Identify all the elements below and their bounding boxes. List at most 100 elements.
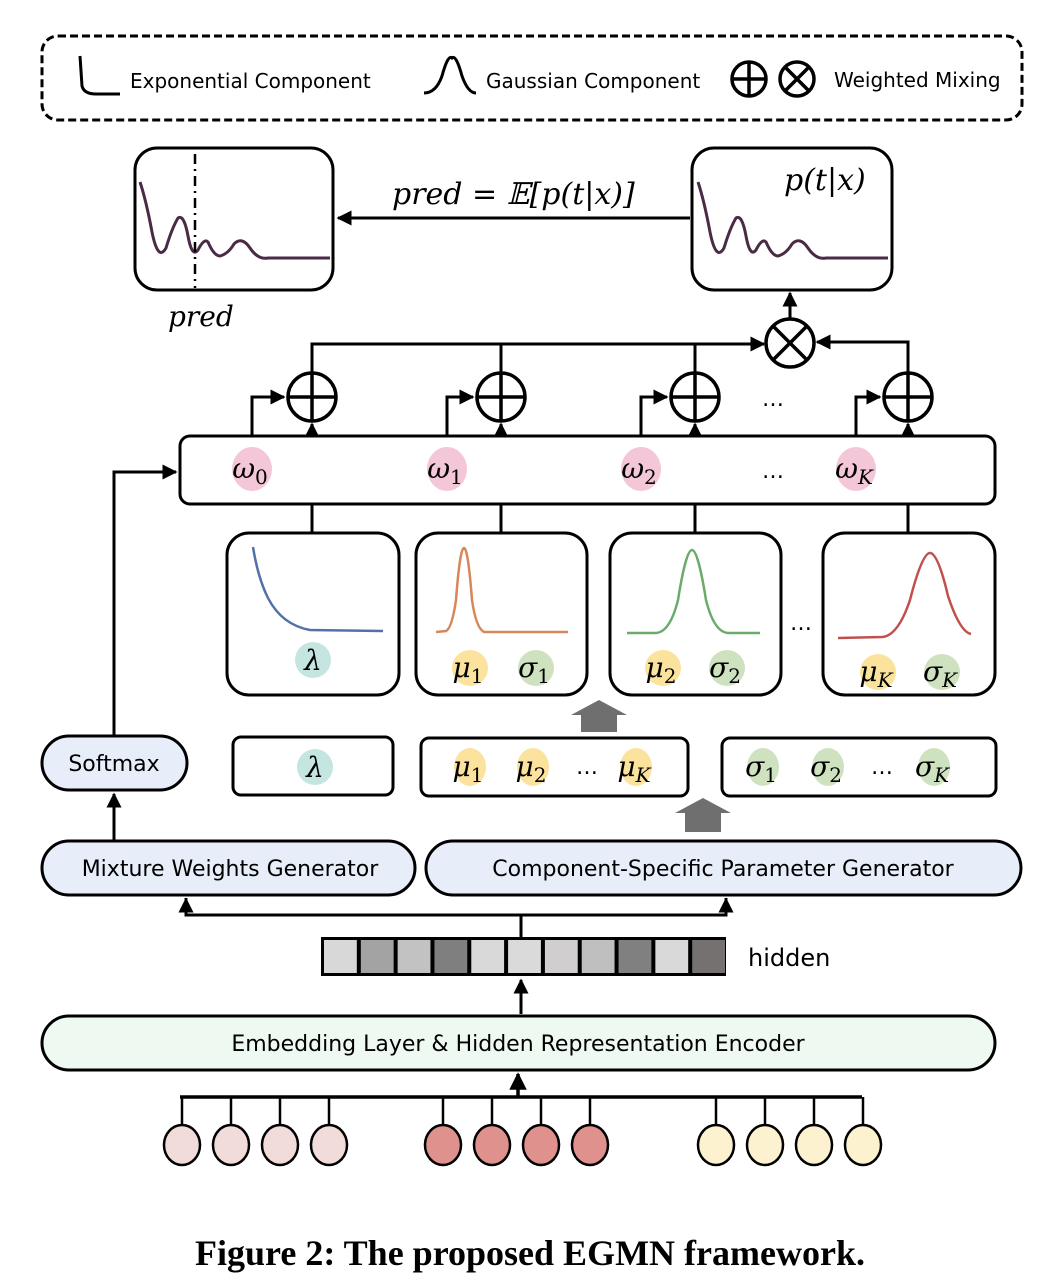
prediction-density-curve (138, 181, 330, 260)
gaussian-curve-1 (435, 546, 568, 634)
component-mu-2-bubble (860, 654, 896, 690)
input-feature-node (843, 1123, 883, 1167)
hidden-cell (397, 940, 431, 973)
gaussian-component-panel-1 (414, 531, 589, 697)
param-mu-1: μ2 (516, 748, 549, 787)
weights-ellipsis: … (762, 459, 784, 484)
input-feature-node (211, 1123, 251, 1167)
pred-label: pred (168, 300, 234, 333)
params-to-components-arrow (571, 700, 627, 732)
weight-3-bubble (836, 447, 876, 491)
components-ellipsis: … (790, 611, 812, 636)
input-feature-node (309, 1123, 349, 1167)
input-feature-node (472, 1123, 512, 1167)
param-sigma-1: σ2 (810, 748, 844, 787)
softmax-label: Softmax (68, 752, 159, 777)
param-sigma-0-bubble (747, 748, 779, 786)
weight-2: ω2 (621, 447, 661, 491)
legend-frame (40, 34, 1024, 122)
exponential-curve (251, 546, 384, 633)
hidden-cell (471, 940, 505, 973)
legend: Exponential Component Gaussian Component… (40, 34, 1024, 122)
exponential-component-panel: λ (225, 531, 401, 697)
param-mu-0-bubble (454, 748, 486, 786)
component-mu-1: μ2 (645, 650, 681, 688)
lambda-bubble (295, 642, 331, 678)
mixture-weights-generator (40, 839, 417, 897)
input-feature-node (260, 1123, 300, 1167)
figure-caption: Figure 2: The proposed EGMN framework. (195, 1233, 865, 1273)
encoder-module (40, 1014, 997, 1072)
weighted-add-node-1 (475, 371, 527, 423)
mixture-weights-box (178, 434, 997, 506)
density-panel: p(t|x) (690, 146, 894, 292)
mu-params-ellipsis: … (576, 755, 598, 780)
gaussian-curve-2 (627, 548, 760, 635)
param-mu-2-bubble (620, 748, 652, 786)
component-sigma-1-bubble (709, 650, 745, 686)
weight-1-bubble (427, 447, 467, 491)
param-mu-0: μ1 (453, 748, 486, 787)
softmax-to-weights-arrow (112, 464, 178, 738)
prediction-panel: pred (133, 146, 335, 333)
sigma-params-ellipsis: … (871, 755, 893, 780)
component-parameter-generator-label: Component-Specific Parameter Generator (492, 857, 954, 882)
times-mixing-icon (778, 60, 816, 98)
component-sigma-0: σ1 (518, 650, 554, 688)
mixture-density-curve (696, 181, 888, 260)
gaussian-curve-k (837, 551, 972, 640)
component-parameter-generator (424, 839, 1023, 897)
gaussian-icon (423, 55, 477, 95)
input-feature-node (162, 1123, 202, 1167)
expectation-formula: pred = 𝔼[p(t|x)] (392, 177, 635, 212)
exponential-icon (78, 55, 120, 96)
weight-3: ωK (835, 447, 876, 491)
param-sigma-2: σK (915, 748, 950, 787)
component-mu-0: μ1 (452, 650, 488, 688)
weighted-add-node-3 (882, 371, 934, 423)
legend-mixing-label: Weighted Mixing (834, 68, 1001, 92)
component-mu-0-bubble (452, 650, 488, 686)
weight-0: ω0 (232, 447, 272, 491)
component-sigma-1: σ2 (709, 650, 745, 688)
weighted-add-node-0 (286, 371, 338, 423)
component-sigma-1-symbol: σ2 (709, 651, 741, 688)
gaussian-component-panel-k (821, 531, 997, 697)
generator-to-params-arrow (675, 798, 731, 832)
input-feature-node (696, 1123, 736, 1167)
softmax-module (40, 734, 189, 792)
param-sigma-2-bubble (918, 748, 950, 786)
weighted-add-node-2 (669, 371, 721, 423)
hidden-cell (434, 940, 468, 973)
encoder-label: Embedding Layer & Hidden Representation … (231, 1032, 805, 1057)
lambda-param-bubble (297, 749, 333, 785)
input-feature-node (794, 1123, 834, 1167)
mu-param-box (419, 736, 690, 798)
mixture-weights-generator-label: Mixture Weights Generator (82, 857, 380, 882)
hidden-cell (544, 940, 578, 973)
input-feature-node (423, 1123, 463, 1167)
hidden-cell (618, 940, 652, 973)
legend-exponential-label: Exponential Component (130, 69, 371, 93)
param-sigma-1-bubble (812, 748, 844, 786)
hidden-cell (692, 940, 725, 973)
input-feature-node (745, 1123, 785, 1167)
add-nodes-ellipsis: … (762, 387, 784, 412)
gaussian-component-panel-2 (608, 531, 783, 697)
hidden-cell (508, 940, 541, 973)
hidden-split-connector (184, 898, 728, 917)
hidden-cell (360, 940, 394, 973)
component-sigma-0-bubble (518, 650, 554, 686)
density-label: p(t|x) (784, 163, 866, 198)
param-mu-1-bubble (517, 748, 549, 786)
param-sigma-0: σ1 (745, 748, 779, 787)
component-sigma-0-symbol: σ1 (518, 651, 550, 688)
lambda-symbol: λ (303, 644, 322, 677)
hidden-cell (324, 940, 357, 973)
legend-gaussian-label: Gaussian Component (486, 69, 700, 93)
weight-3-symbol: ωK (835, 452, 874, 489)
weight-1: ω1 (427, 447, 467, 491)
lambda-param-symbol: λ (305, 751, 324, 784)
plus-mixing-icon (730, 60, 768, 98)
